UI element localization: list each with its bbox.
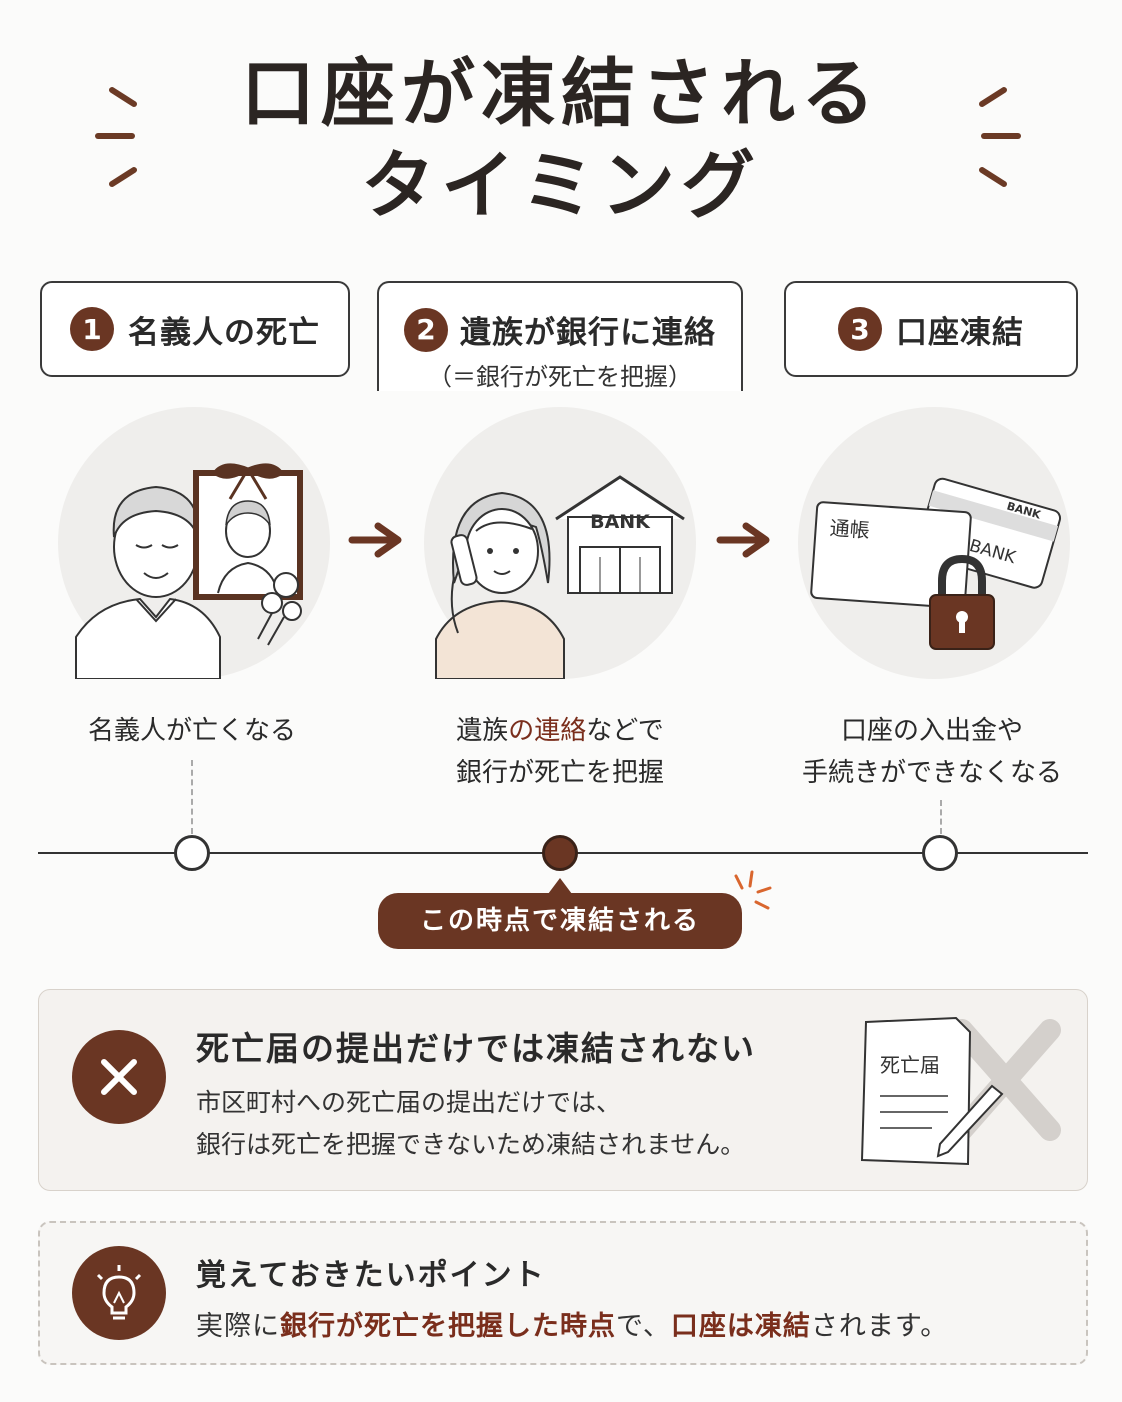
point-body: 実際に銀行が死亡を把握した時点で、口座は凍結されます。 <box>196 1304 948 1343</box>
cross-badge <box>72 1030 166 1124</box>
step-2-number: 2 <box>404 307 448 352</box>
cross-icon <box>101 1059 137 1095</box>
notice-body-line-2: 銀行は死亡を把握できないため凍結されません。 <box>196 1130 746 1159</box>
caption-step-3: 口座の入出金や 手続きができなくなる <box>762 710 1102 794</box>
caption-step-2-post: などで <box>586 716 664 746</box>
caption-step-1: 名義人が亡くなる <box>22 710 362 752</box>
point-body-post: されます。 <box>810 1311 949 1342</box>
illustration-account-frozen: BANK BANK 通帳 <box>798 407 1070 679</box>
point-body-hl2: 口座は凍結 <box>670 1311 811 1342</box>
step-1-number: 1 <box>70 307 114 351</box>
notice-body-line-1: 市区町村への死亡届の提出だけでは、 <box>196 1088 622 1117</box>
step-2-sublabel: （＝銀行が死亡を把握） <box>428 363 692 391</box>
caption-step-3-line1: 口座の入出金や <box>840 716 1023 746</box>
burst-right-icon <box>979 87 1021 187</box>
freeze-callout: この時点で凍結される <box>378 893 742 949</box>
illustration-family-contact-bank: BANK <box>424 407 696 680</box>
caption-step-3-line2: 手続きができなくなる <box>801 758 1062 788</box>
title-line-2: タイミング <box>361 143 761 229</box>
caption-step-2-hl2: 連絡 <box>534 716 587 746</box>
timeline-connector-3 <box>940 800 942 834</box>
caption-step-1-text: 名義人が亡くなる <box>87 716 296 746</box>
point-box <box>38 1221 1088 1365</box>
death-certificate-icon: 死亡届 <box>860 1016 1061 1166</box>
point-body-pre: 実際に <box>196 1311 280 1342</box>
lightbulb-icon <box>96 1265 142 1320</box>
illustration-holder-death <box>58 407 330 680</box>
step-1-box: 1 名義人の死亡 <box>40 281 350 377</box>
step-2-label: 遺族が銀行に連絡 <box>460 315 716 351</box>
elderly-man-portrait-icon <box>75 463 303 680</box>
step-3-box: 3 口座凍結 <box>784 281 1078 377</box>
spark-icon <box>734 870 772 910</box>
caption-step-2: 遺族の連絡などで 銀行が死亡を把握 <box>390 710 730 794</box>
timeline-node-3 <box>922 835 958 871</box>
point-body-hl1: 銀行が死亡を把握した時点 <box>280 1311 616 1342</box>
point-title: 覚えておきたいポイント <box>196 1258 546 1293</box>
arrow-right-icon <box>348 522 402 558</box>
notice-title: 死亡届の提出だけでは凍結されない <box>196 1029 756 1068</box>
title-line-1: 口座が凍結される <box>241 51 881 137</box>
arrow-right-icon <box>716 522 770 558</box>
timeline-connector-1 <box>191 760 193 834</box>
page-title: 口座が凍結される タイミング <box>0 48 1122 232</box>
callout-pointer <box>548 878 572 894</box>
timeline-node-2-active <box>542 835 578 871</box>
caption-step-2-hl1: の <box>508 716 535 746</box>
point-body-mid: で、 <box>616 1311 671 1342</box>
burst-left-icon <box>95 87 137 187</box>
certificate-label: 死亡届 <box>880 1053 940 1077</box>
lightbulb-badge <box>72 1246 166 1340</box>
caption-step-2-pre: 遺族 <box>456 716 509 746</box>
passbook-label: 通帳 <box>829 516 871 543</box>
step-3-number: 3 <box>838 307 882 351</box>
caption-step-2-line2: 銀行が死亡を把握 <box>455 758 664 788</box>
bank-sign: BANK <box>590 511 651 533</box>
step-1-label: 名義人の死亡 <box>128 314 320 351</box>
timeline-node-1 <box>174 835 210 871</box>
step-2-box: 2 遺族が銀行に連絡 （＝銀行が死亡を把握） <box>377 281 743 391</box>
notice-body: 市区町村への死亡届の提出だけでは、 銀行は死亡を把握できないため凍結されません。 <box>196 1082 745 1166</box>
step-3-label: 口座凍結 <box>896 314 1024 351</box>
